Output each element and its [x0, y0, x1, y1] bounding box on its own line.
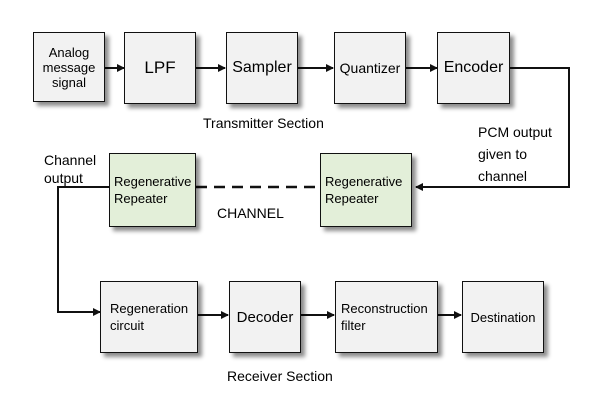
decoder-text: Decoder — [236, 308, 294, 326]
receiver-section-label: Receiver Section — [227, 368, 333, 384]
decoder-block: Decoder — [229, 281, 301, 353]
quantizer-text: Quantizer — [339, 60, 401, 76]
channel-output-label: Channel output — [44, 152, 97, 186]
quantizer-block: Quantizer — [334, 32, 406, 104]
analog-message-signal-block: Analog message signal — [33, 32, 105, 102]
destination-text: Destination — [470, 309, 536, 325]
arrow-channel-output-to-regeneration — [57, 186, 109, 316]
regenerative-repeater-right-text: Regenerative Repeater — [325, 174, 403, 206]
sampler-block: Sampler — [226, 32, 298, 104]
encoder-text: Encoder — [443, 59, 504, 76]
pcm-output-label: PCM output given to channel — [478, 124, 552, 184]
regeneration-circuit-block: Regeneration circuit — [100, 281, 198, 353]
regenerative-repeater-left-text: Regenerative Repeater — [114, 174, 192, 206]
regeneration-circuit-text: Regeneration circuit — [110, 301, 189, 333]
lpf-text: LPF — [144, 58, 176, 77]
regenerative-repeater-left: Regenerative Repeater — [109, 153, 196, 227]
reconstruction-filter-block: Reconstruction filter — [335, 281, 438, 353]
regenerative-repeater-right: Regenerative Repeater — [320, 153, 412, 227]
analog-message-signal-text: Analog message signal — [42, 44, 96, 90]
encoder-block: Encoder — [437, 32, 510, 104]
destination-block: Destination — [462, 281, 544, 353]
channel-label: CHANNEL — [217, 205, 284, 221]
transmitter-section-label: Transmitter Section — [203, 115, 324, 131]
arrow-encoder-to-repeater — [415, 67, 570, 191]
reconstruction-filter-text: Reconstruction filter — [341, 301, 428, 333]
sampler-text: Sampler — [232, 59, 292, 76]
lpf-block: LPF — [124, 32, 196, 104]
